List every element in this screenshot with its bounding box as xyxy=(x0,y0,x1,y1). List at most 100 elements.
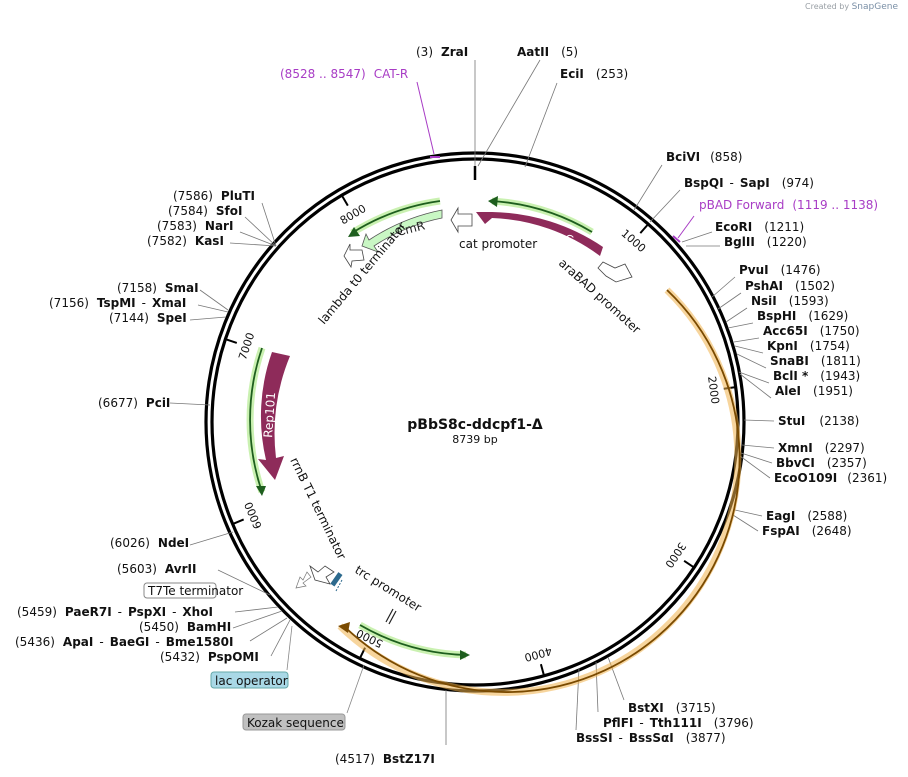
arabad-promoter-arrow[interactable] xyxy=(597,261,633,283)
site-snabi[interactable]: SnaBI(1811) xyxy=(770,354,861,368)
site-leader-20 xyxy=(734,509,763,517)
site-nsii[interactable]: NsiI(1593) xyxy=(751,294,829,308)
site-aatii[interactable]: AatII(5) xyxy=(517,45,578,59)
site-leader-17 xyxy=(741,444,775,449)
site-leader-1 xyxy=(477,59,541,167)
snapgene-brand: SnapGene xyxy=(851,2,898,12)
tick-mark-8000 xyxy=(341,195,349,207)
tick-label-1000: 1000 xyxy=(619,227,649,255)
site-bcli[interactable]: BclI *(1943) xyxy=(773,369,860,383)
snapgene-credit: Created by SnapGene xyxy=(805,2,898,12)
site-apai[interactable]: (5436)ApaI-BaeGI-Bme1580I xyxy=(15,635,233,649)
primer-mark-a xyxy=(385,608,394,623)
arac-feature-arrow[interactable] xyxy=(476,212,603,256)
pbad-primer-label[interactable]: pBAD Forward(1119 .. 1138) xyxy=(699,198,878,212)
arac-green-arc xyxy=(491,200,593,233)
tick-label-4000: 4000 xyxy=(523,644,553,664)
site-kpni[interactable]: KpnI(1754) xyxy=(767,339,850,353)
site-bbvci[interactable]: BbvCI(2357) xyxy=(776,456,867,470)
site-bstz17i[interactable]: (4517)BstZ17I xyxy=(335,752,435,766)
primer-mark-b xyxy=(388,610,397,625)
lac-operator-leader xyxy=(286,625,293,671)
site-leader-10 xyxy=(727,322,754,329)
trc-promoter-label: trc promoter xyxy=(352,563,423,615)
site-pflfi[interactable]: PflFI-Tth111I(3796) xyxy=(603,716,754,730)
tick-mark-3000 xyxy=(683,560,694,568)
site-spei[interactable]: (7144)SpeI xyxy=(109,311,187,325)
site-leader-19 xyxy=(739,455,771,479)
site-leader-29 xyxy=(234,606,279,613)
lambda-t0-terminator-arrow[interactable] xyxy=(343,243,365,269)
site-leader-12 xyxy=(734,345,764,354)
site-ndei[interactable]: (6026)NdeI xyxy=(110,536,189,550)
site-kasi[interactable]: (7582)KasI xyxy=(147,234,224,248)
site-bsssi[interactable]: BssSI-BssSαI(3877) xyxy=(576,731,726,745)
site-pcii[interactable]: (6677)PciI xyxy=(98,396,170,410)
site-alei[interactable]: AleI(1951) xyxy=(775,384,853,398)
plasmid-size: 8739 bp xyxy=(452,433,497,446)
t7te-box-label: T7Te terminator xyxy=(147,584,243,598)
orf-arc-halo xyxy=(337,287,742,696)
site-leader-34 xyxy=(197,304,229,313)
site-leader-3 xyxy=(633,164,663,211)
tick-mark-6000 xyxy=(233,518,245,525)
site-bamhi[interactable]: (5450)BamHI xyxy=(139,620,231,634)
site-tspmi[interactable]: (7156)TspMI-XmaI xyxy=(49,296,186,310)
lac-operator-mark[interactable] xyxy=(330,572,343,587)
site-bsphi[interactable]: BspHI(1629) xyxy=(757,309,848,323)
site-fspai[interactable]: FspAI(2648) xyxy=(762,524,852,538)
t7te-box[interactable] xyxy=(143,582,217,599)
plasmid-name: pBbS8c-ddcpf1-Δ xyxy=(407,417,543,433)
lambda-t0-terminator-label: lambda t0 terminator xyxy=(316,219,409,327)
trc-promoter-arrow[interactable] xyxy=(309,564,335,585)
site-leader-39 xyxy=(229,242,277,247)
site-xmni[interactable]: XmnI(2297) xyxy=(778,441,865,455)
orf-arc xyxy=(345,289,741,693)
site-leader-15 xyxy=(739,373,772,399)
site-zrai[interactable]: (3)ZraI xyxy=(416,45,468,59)
site-acc65i[interactable]: Acc65I(1750) xyxy=(763,324,860,338)
site-ecori[interactable]: EcoRI(1211) xyxy=(715,220,804,234)
site-leader-32 xyxy=(169,402,211,406)
lac-operator-box-label: lac operator xyxy=(215,674,288,688)
site-ecoo109i[interactable]: EcoO109I(2361) xyxy=(774,471,887,485)
kozak-box[interactable] xyxy=(242,713,346,731)
site-leader-2 xyxy=(524,82,558,168)
t7te-terminator-arrow[interactable] xyxy=(295,571,312,589)
site-pluti[interactable]: (7586)PluTI xyxy=(173,189,255,203)
site-sfoi[interactable]: (7584)SfoI xyxy=(168,204,242,218)
site-eagi[interactable]: EagI(2588) xyxy=(766,509,847,523)
kozak-leader xyxy=(346,664,365,714)
tick-label-3000: 3000 xyxy=(662,540,688,571)
lower-green-arc xyxy=(359,624,467,656)
site-nari[interactable]: (7583)NarI xyxy=(157,219,233,233)
site-pvui[interactable]: PvuI(1476) xyxy=(739,263,821,277)
cat-promoter-arrow[interactable] xyxy=(450,206,473,234)
site-bglii[interactable]: BglII(1220) xyxy=(724,235,807,249)
cat-r-primer-label[interactable]: (8528 .. 8547)CAT-R xyxy=(280,67,408,81)
site-avrii[interactable]: (5603)AvrII xyxy=(117,562,196,576)
cmr-feature-arrow[interactable] xyxy=(361,209,443,253)
site-bcivi[interactable]: BciVI(858) xyxy=(666,150,742,164)
cmr-green-arrowhead xyxy=(348,227,360,237)
tick-mark-4000 xyxy=(539,663,545,676)
site-stui[interactable]: StuI(2138) xyxy=(778,414,859,428)
site-pshai[interactable]: PshAI(1502) xyxy=(745,279,835,293)
site-bstxi[interactable]: BstXI(3715) xyxy=(628,701,716,715)
pbad-primer-mark[interactable] xyxy=(672,235,681,243)
lac-operator-box[interactable] xyxy=(210,671,289,689)
site-leader-7 xyxy=(711,276,736,298)
site-leader-30 xyxy=(217,569,271,596)
rep101-feature-arrow[interactable] xyxy=(258,352,290,480)
pbad-primer-leader xyxy=(677,215,695,239)
site-ecii[interactable]: EciI(253) xyxy=(560,67,628,81)
tick-mark-7000 xyxy=(226,338,238,344)
site-bspqi[interactable]: BspQI-SapI(974) xyxy=(684,176,814,190)
site-leader-14 xyxy=(738,371,770,384)
site-paer7i[interactable]: (5459)PaeR7I-PspXI-XhoI xyxy=(17,605,213,619)
site-smai[interactable]: (7158)SmaI xyxy=(117,281,199,295)
site-leader-8 xyxy=(717,292,742,310)
cmr-label: CmR xyxy=(395,218,426,238)
site-pspomi[interactable]: (5432)PspOMI xyxy=(160,650,259,664)
